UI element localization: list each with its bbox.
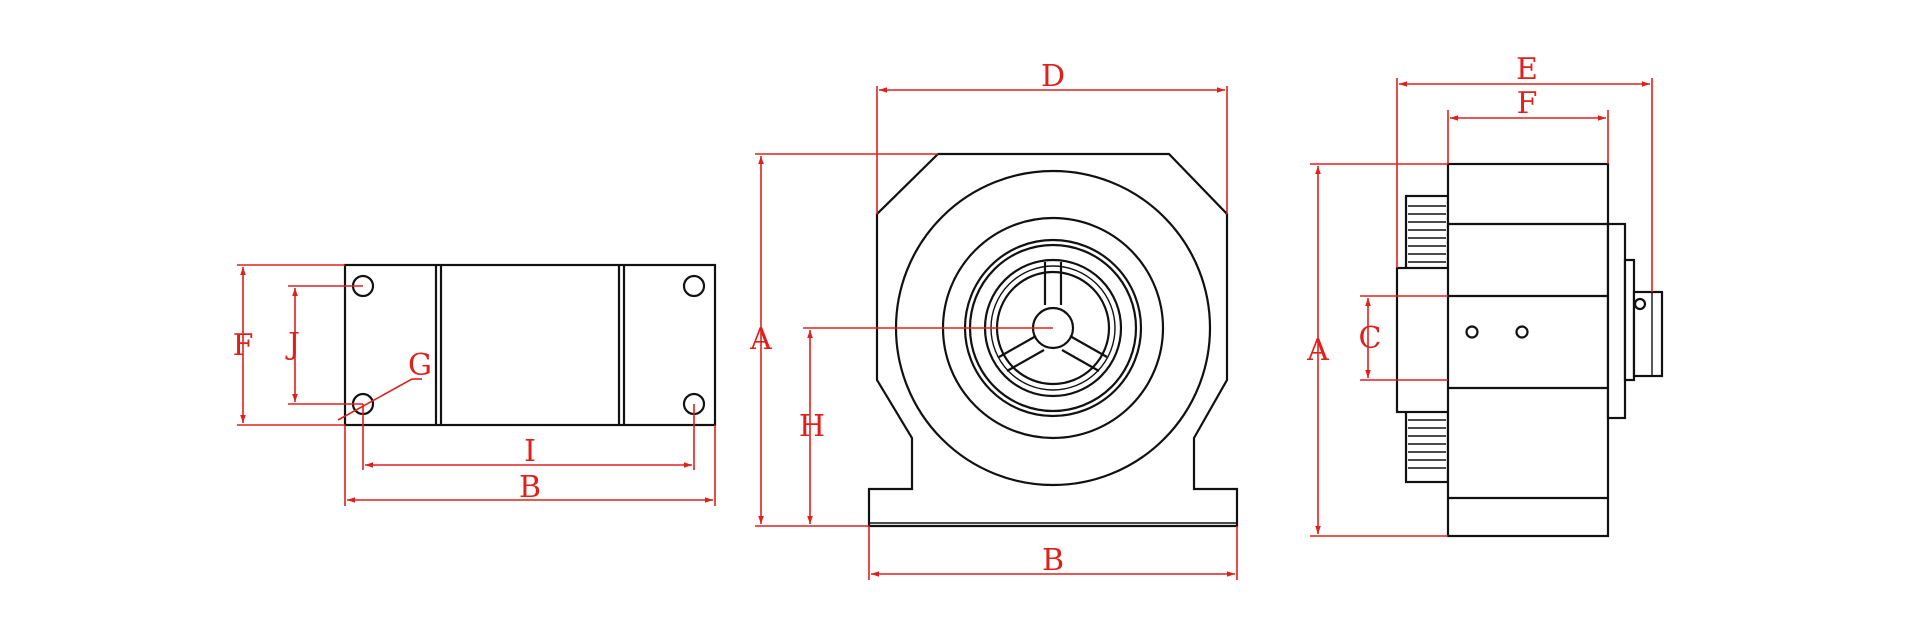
top-view-body (343, 263, 717, 427)
dimension-label-b: B (519, 470, 541, 505)
mounting-hole (682, 274, 706, 298)
dimension-label-i: I (524, 434, 536, 469)
dimension-label-g: G (408, 348, 432, 383)
dimension-label-b: B (1042, 543, 1064, 578)
dimension-label-c: C (1359, 321, 1382, 356)
top-view: F J G I B (233, 263, 717, 506)
set-screw (1465, 325, 1479, 339)
grease-fitting (1633, 297, 1647, 311)
dimension-label-a: A (1306, 333, 1329, 368)
front-view: D A H B (749, 59, 1239, 580)
rear-housing (1606, 222, 1627, 420)
gear-teeth (1408, 205, 1446, 469)
dimension-label-d: D (1041, 59, 1065, 94)
chuck-jaws (998, 262, 1108, 372)
set-screw (1515, 325, 1529, 339)
dimension-label-a: A (749, 322, 772, 357)
dimension-label-e: E (1516, 52, 1538, 87)
dimension-label-f: F (233, 328, 254, 363)
side-body (1446, 162, 1610, 538)
hub (1395, 266, 1451, 414)
dimension-label-h: H (799, 409, 825, 444)
dimension-label-j: J (285, 327, 300, 362)
side-view: E F A C (1306, 52, 1664, 538)
dimension-label-f: F (1517, 86, 1538, 121)
leader-line-g (337, 378, 413, 421)
housing-outline (867, 152, 1239, 528)
rear-cap (1632, 290, 1664, 378)
